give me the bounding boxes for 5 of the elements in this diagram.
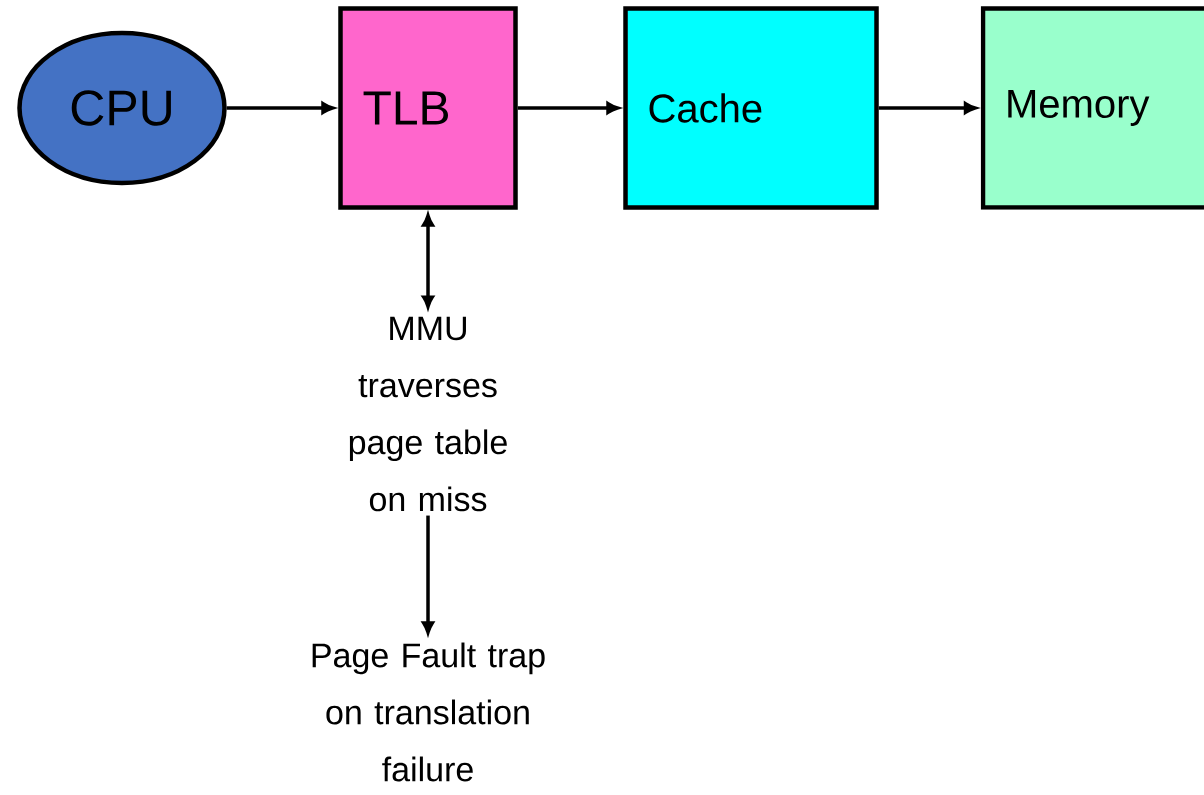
cache-box: Cache — [623, 6, 879, 210]
memory-box: Memory — [980, 6, 1204, 210]
tlb-box: TLB — [338, 6, 518, 210]
note-text: MMU traverses page table on miss — [349, 316, 507, 512]
note-text: Page Fault trap on translation failure — [312, 642, 545, 782]
